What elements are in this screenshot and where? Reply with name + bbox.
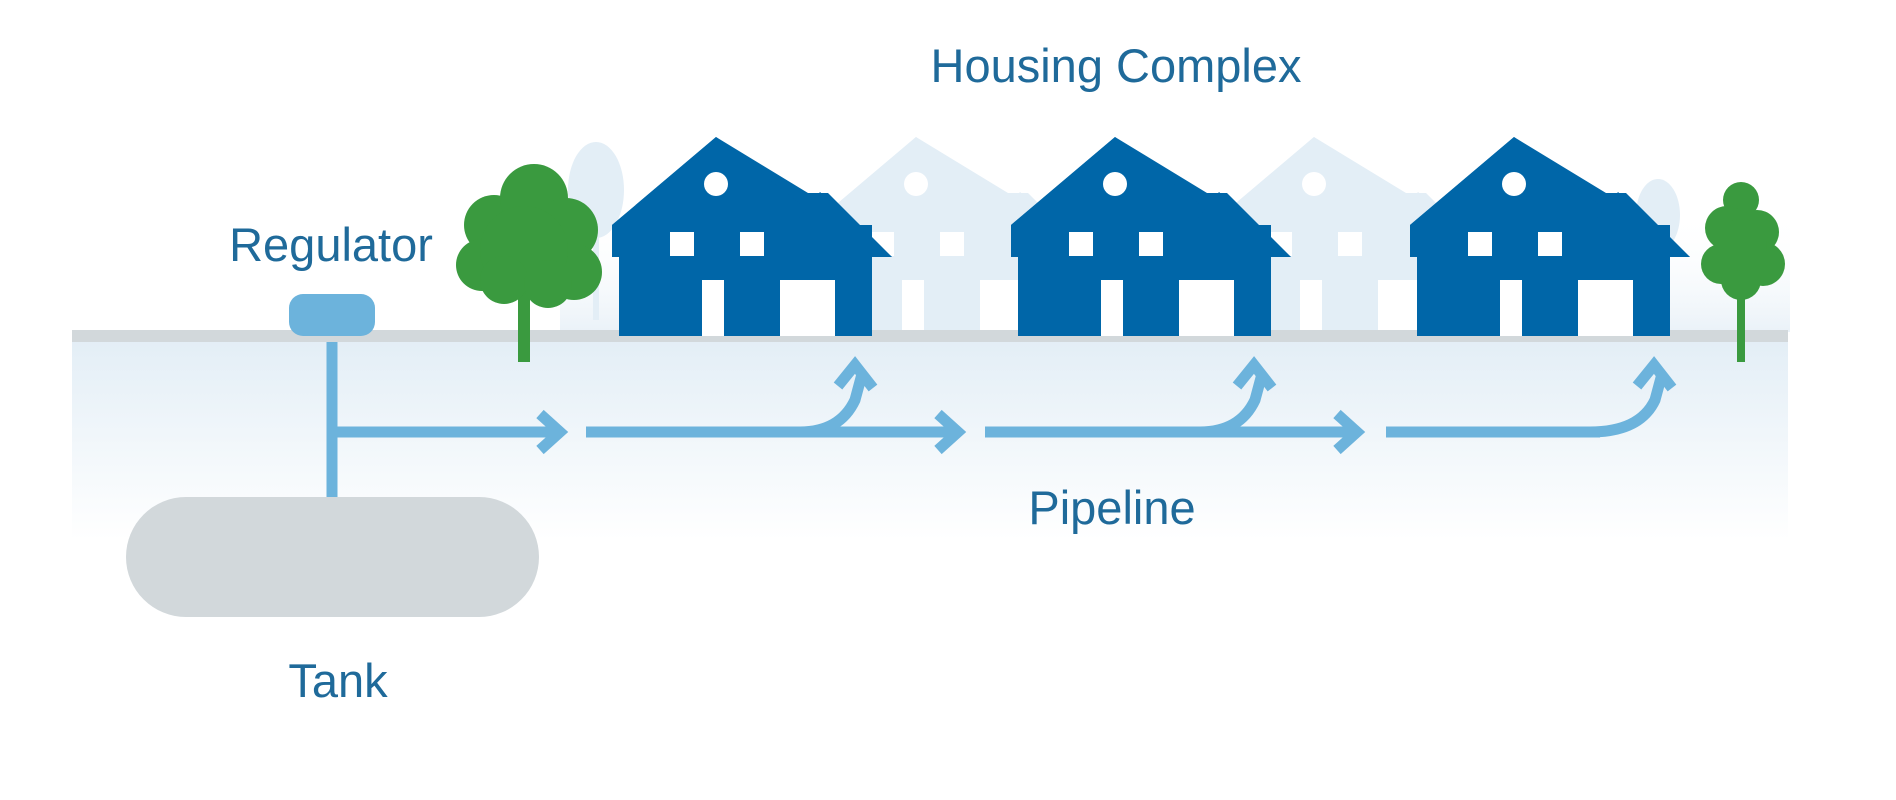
houses bbox=[612, 137, 1690, 336]
tank-icon bbox=[126, 497, 539, 617]
regulator-label: Regulator bbox=[229, 218, 433, 271]
tree-icon bbox=[456, 164, 602, 362]
branch-pipe bbox=[1589, 372, 1668, 438]
house-icon bbox=[612, 137, 892, 336]
branch-pipe bbox=[1199, 372, 1268, 438]
pipeline-label: Pipeline bbox=[1028, 481, 1195, 534]
arrow-right-icon bbox=[1333, 409, 1366, 455]
house-icon bbox=[1011, 137, 1291, 336]
arrow-right-icon bbox=[934, 409, 967, 455]
pipeline bbox=[326, 342, 1677, 500]
ground-line bbox=[72, 330, 1788, 342]
tank-label: Tank bbox=[288, 654, 388, 707]
arrow-up-icon bbox=[1232, 356, 1277, 392]
tree-icon bbox=[1701, 182, 1785, 362]
arrow-up-icon bbox=[1632, 356, 1677, 392]
arrow-right-icon bbox=[536, 409, 569, 455]
branch-pipe bbox=[799, 372, 868, 438]
house-icon bbox=[1410, 137, 1690, 336]
regulator-icon bbox=[289, 294, 375, 336]
housing-complex-label: Housing Complex bbox=[931, 39, 1302, 92]
arrow-up-icon bbox=[833, 356, 878, 392]
